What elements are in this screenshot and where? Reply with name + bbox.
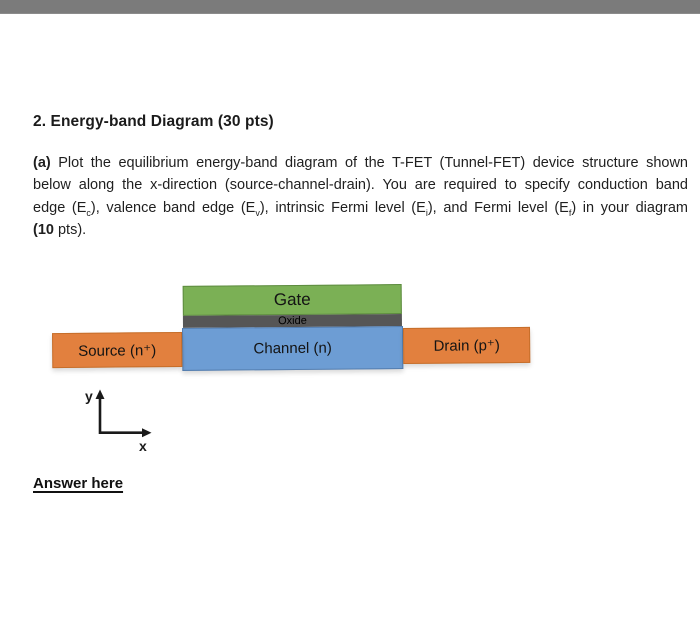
x-axis-arrowhead-icon xyxy=(142,428,152,438)
question-paragraph: (a) Plot the equilibrium energy-band dia… xyxy=(33,152,688,242)
drain-label: Drain (p⁺) xyxy=(433,337,500,355)
question-text-segment: f xyxy=(568,207,572,218)
question-line: (10 pts). xyxy=(33,219,688,241)
drain-block: Drain (p⁺) xyxy=(403,326,531,365)
question-text-segment: v xyxy=(255,207,260,218)
channel-block: Channel (n) xyxy=(181,326,404,371)
question-text-segment: ), and Fermi level (E xyxy=(427,199,569,216)
question-text-segment: pts). xyxy=(53,222,87,239)
question-line: edge (Ec), valence band edge (Ev), intri… xyxy=(33,197,688,219)
y-axis-arrowhead-icon xyxy=(95,389,105,399)
source-label: Source (n⁺) xyxy=(78,341,157,360)
y-axis-label: y xyxy=(85,388,93,404)
question-text-segment: Plot the equilibrium energy-band diagram… xyxy=(50,155,688,171)
question-heading: 2. Energy-band Diagram (30 pts) xyxy=(33,113,274,130)
gate-label: Gate xyxy=(273,289,311,310)
top-gray-bar xyxy=(0,0,700,14)
question-text-segment: (10 xyxy=(33,222,54,239)
gate-block: Gate xyxy=(182,284,402,316)
question-text-segment: ) in your diagram xyxy=(571,199,688,216)
question-text-segment: ), valence band edge (E xyxy=(90,199,256,216)
question-text-segment: i xyxy=(425,207,428,218)
question-line: (a) Plot the equilibrium energy-band dia… xyxy=(33,152,688,174)
source-block: Source (n⁺) xyxy=(52,331,183,369)
question-text-segment: (a) xyxy=(33,155,51,171)
oxide-label: Oxide xyxy=(278,314,307,328)
question-text-segment: c xyxy=(86,207,91,218)
xy-axis-glyph: y x xyxy=(85,388,152,454)
x-axis-label: x xyxy=(139,438,147,454)
question-text-segment: below along the x-direction (source-chan… xyxy=(33,177,688,194)
channel-label: Channel (n) xyxy=(253,339,332,358)
question-line: below along the x-direction (source-chan… xyxy=(33,174,688,196)
device-structure-diagram: Gate Oxide Channel (n) Source (n⁺) Drain… xyxy=(40,276,541,380)
question-text-segment: edge (E xyxy=(33,199,87,216)
question-text-segment: ), intrinsic Fermi level (E xyxy=(259,199,426,216)
answer-here-label: Answer here xyxy=(33,475,124,492)
